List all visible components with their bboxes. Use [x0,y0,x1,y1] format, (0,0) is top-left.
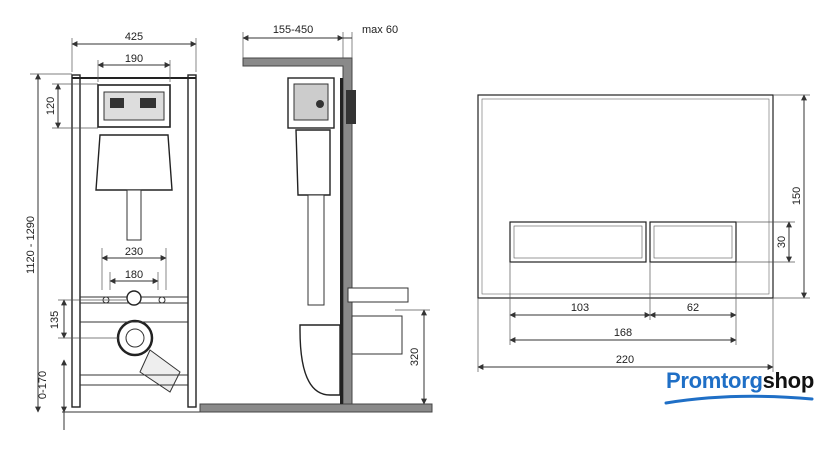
flush-plate [477,94,774,299]
dim-width-top: 190 [125,53,143,65]
dim-panel-width: 220 [616,354,634,366]
dim-button-height: 30 [776,236,788,248]
frame-right-post [187,74,197,408]
dim-max: max 60 [362,24,398,36]
dim-right-button: 62 [687,302,699,314]
brand-swoosh-icon [664,394,814,405]
dim-left-button: 103 [571,302,589,314]
panel-view: 150 30 103 62 168 220 [477,94,810,372]
dim-buttons-total: 168 [614,327,632,339]
flush-button-large [509,221,647,263]
front-view: 425 190 120 1120 - 1290 230 180 135 0-17… [25,31,200,430]
dim-spacing-outer: 230 [125,246,143,258]
dim-depth: 155-450 [273,24,313,36]
side-view: 155-450 max 60 320 [199,24,433,413]
dim-height-total: 1120 - 1290 [25,216,37,274]
floor [199,403,433,413]
dim-height-outlet: 320 [409,348,421,366]
dim-height-drain: 135 [49,311,61,329]
dim-width-total: 425 [125,31,143,43]
frame-left-post [71,74,81,408]
brand-logo-part1: Promtorg [666,368,763,393]
dim-height-feet: 0-170 [37,371,49,399]
cistern [95,134,173,191]
dim-spacing-inner: 180 [125,269,143,281]
dim-panel-height: 150 [791,187,803,205]
dim-height-top: 120 [45,97,57,115]
flush-button-small [649,221,737,263]
brand-logo-part2: shop [762,368,815,393]
brand-logo[interactable]: Promtorgshop [666,368,814,394]
